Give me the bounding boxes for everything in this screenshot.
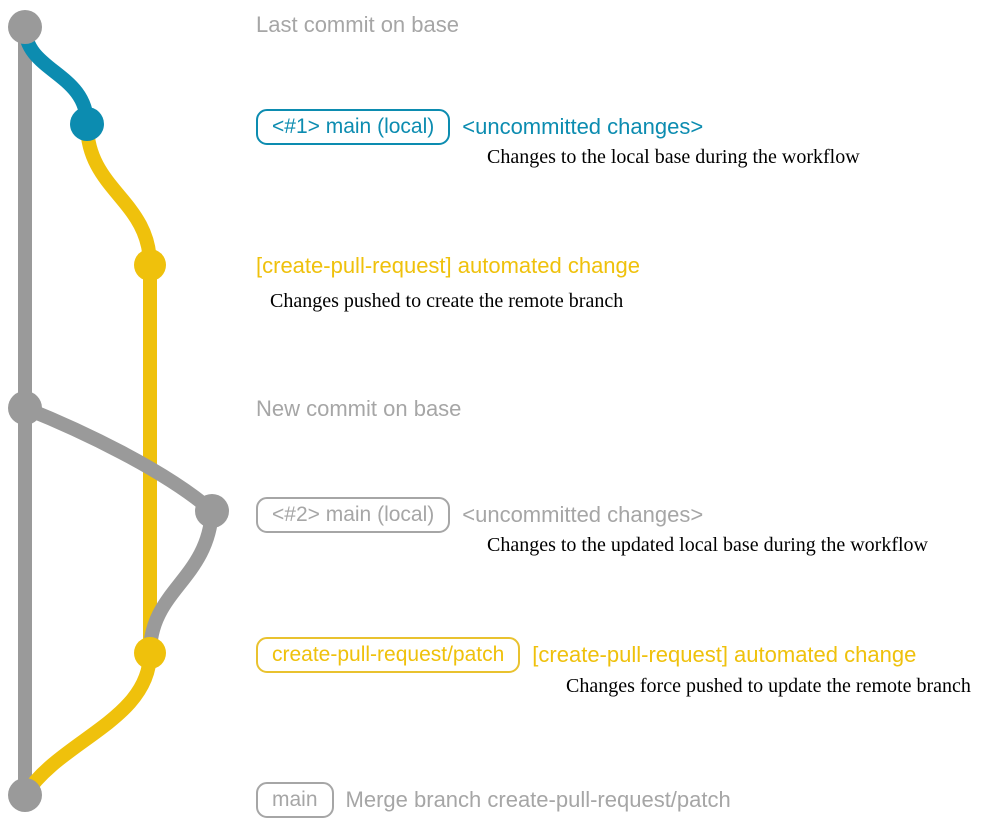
commit-node-patch-2[interactable] — [134, 637, 166, 669]
spacer — [520, 655, 532, 656]
commit-subject: [create-pull-request] automated change — [532, 642, 917, 667]
edge-local2-to-patch2 — [143, 504, 219, 660]
spacer — [334, 800, 346, 801]
commit-note-patch-1: Changes pushed to create the remote bran… — [270, 290, 624, 312]
commit-note-local-1: Changes to the local base during the wor… — [487, 146, 860, 168]
commit-subject: Merge branch create-pull-request/patch — [345, 787, 731, 812]
commit-node-base-2[interactable] — [8, 391, 42, 425]
entry-local-commit-1: <#1> main (local) <uncommitted changes> — [256, 109, 703, 145]
commit-subject: <uncommitted changes> — [462, 114, 704, 139]
commit-subject: Last commit on base — [256, 12, 459, 37]
entry-patch-commit-2: create-pull-request/patch [create-pull-r… — [256, 637, 916, 673]
edge-local1-to-patch1 — [80, 117, 157, 272]
ref-badge-main-local-1[interactable]: <#1> main (local) — [256, 109, 451, 145]
commit-node-local-2[interactable] — [195, 494, 229, 528]
entry-merge-commit: main Merge branch create-pull-request/pa… — [256, 782, 731, 818]
commit-subject: [create-pull-request] automated change — [256, 253, 641, 278]
ref-badge-main[interactable]: main — [256, 782, 334, 818]
ref-badge-main-local-2[interactable]: <#2> main (local) — [256, 497, 451, 533]
commit-node-base-1[interactable] — [8, 10, 42, 44]
edge-base2-to-local2 — [18, 401, 219, 518]
spacer — [450, 515, 462, 516]
spacer — [450, 127, 462, 128]
commit-subject: New commit on base — [256, 396, 462, 421]
commit-note-patch-2: Changes force pushed to update the remot… — [566, 675, 971, 697]
ref-badge-create-pull-request-patch[interactable]: create-pull-request/patch — [256, 637, 521, 673]
entry-local-commit-2: <#2> main (local) <uncommitted changes> — [256, 497, 703, 533]
commit-node-local-1[interactable] — [70, 107, 104, 141]
commit-subject: <uncommitted changes> — [462, 502, 704, 527]
entry-last-commit-on-base: Last commit on base — [256, 14, 459, 36]
commit-node-merge[interactable] — [8, 778, 42, 812]
entry-patch-commit-1: [create-pull-request] automated change — [256, 255, 640, 277]
commit-node-patch-1[interactable] — [134, 249, 166, 281]
entry-new-commit-on-base: New commit on base — [256, 398, 461, 420]
edge-patch2-to-merge — [18, 646, 157, 802]
commit-note-local-2: Changes to the updated local base during… — [487, 534, 928, 556]
